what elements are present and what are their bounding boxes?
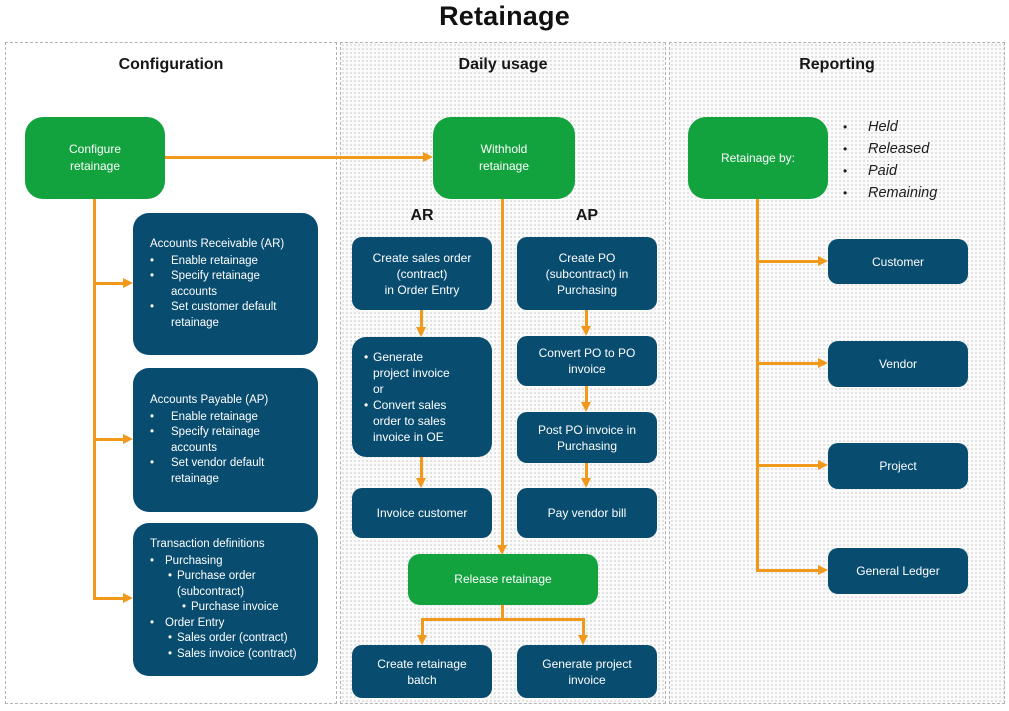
list-item: Purchase invoice xyxy=(182,600,279,616)
post-po-invoice-node: Post PO invoice in Purchasing xyxy=(517,412,657,463)
accounts-payable-node: Accounts Payable (AP) Enable retainage S… xyxy=(133,368,318,512)
connector-line xyxy=(420,310,423,329)
arrowhead-icon xyxy=(578,635,588,645)
box-title: Accounts Payable (AP) xyxy=(150,394,269,406)
list-item: Sales invoice (contract) xyxy=(168,647,297,663)
list-item: Released xyxy=(843,142,937,157)
node-label: Configure retainage xyxy=(68,142,122,173)
create-retainage-batch-node: Create retainage batch xyxy=(352,645,492,698)
arrowhead-icon xyxy=(417,635,427,645)
ar-column-label: AR xyxy=(410,207,434,224)
project-report-node: Project xyxy=(828,443,968,489)
connector-line xyxy=(756,464,818,467)
transaction-definitions-node: Transaction definitions Purchasing Purch… xyxy=(133,523,318,676)
list-item: Held xyxy=(843,120,937,135)
reporting-header: Reporting xyxy=(799,56,875,73)
connector-line xyxy=(582,618,585,636)
arrowhead-icon xyxy=(581,478,591,488)
connector-line xyxy=(585,463,588,479)
list-item: Enable retainage xyxy=(150,254,258,270)
list-item: Remaining xyxy=(843,186,937,201)
retainage-by-node: Retainage by: xyxy=(688,117,828,199)
arrowhead-icon xyxy=(123,278,133,288)
arrowhead-icon xyxy=(581,402,591,412)
connector-line xyxy=(420,457,423,479)
list-item: Set customer default retainage xyxy=(150,300,276,331)
list-item: Purchase order (subcontract) xyxy=(168,569,256,600)
arrowhead-icon xyxy=(423,152,433,162)
connector-line xyxy=(756,199,759,572)
arrowhead-icon xyxy=(818,256,828,266)
list-item: Enable retainage xyxy=(150,410,258,426)
arrowhead-icon xyxy=(581,326,591,336)
pay-vendor-bill-node: Pay vendor bill xyxy=(517,488,657,538)
configure-retainage-node: Configure retainage xyxy=(25,117,165,199)
configuration-header: Configuration xyxy=(118,56,224,73)
connector-line xyxy=(93,199,96,600)
vendor-report-node: Vendor xyxy=(828,341,968,387)
connector-line xyxy=(501,199,504,546)
list-item: Generate project invoice or xyxy=(364,349,450,397)
list-item: Purchasing xyxy=(150,554,223,570)
list-item: Sales order (contract) xyxy=(168,631,288,647)
generate-or-convert-invoice-node: Generate project invoice or Convert sale… xyxy=(352,337,492,457)
connector-line xyxy=(756,260,818,263)
withhold-retainage-node: Withhold retainage xyxy=(433,117,575,199)
list-item: Convert sales order to sales invoice in … xyxy=(364,397,446,445)
list-item: Specify retainage accounts xyxy=(150,269,260,300)
arrowhead-icon xyxy=(416,478,426,488)
list-item: Order Entry xyxy=(150,616,224,632)
connector-line xyxy=(93,438,123,441)
list-item: Specify retainage accounts xyxy=(150,425,260,456)
create-po-node: Create PO (subcontract) in Purchasing xyxy=(517,237,657,310)
arrowhead-icon xyxy=(818,460,828,470)
retainage-states-list: Held Released Paid Remaining xyxy=(843,120,937,208)
daily-usage-header: Daily usage xyxy=(458,56,548,73)
connector-line xyxy=(421,618,424,636)
ap-column-label: AP xyxy=(575,207,599,224)
connector-line xyxy=(421,618,585,621)
box-title: Transaction definitions xyxy=(150,538,265,550)
create-sales-order-node: Create sales order (contract) in Order E… xyxy=(352,237,492,310)
accounts-receivable-node: Accounts Receivable (AR) Enable retainag… xyxy=(133,213,318,355)
arrowhead-icon xyxy=(497,545,507,555)
box-title: Accounts Receivable (AR) xyxy=(150,238,285,250)
page-title: Retainage xyxy=(439,1,570,31)
customer-report-node: Customer xyxy=(828,239,968,284)
connector-line xyxy=(585,386,588,403)
general-ledger-report-node: General Ledger xyxy=(828,548,968,594)
connector-line xyxy=(585,310,588,327)
convert-po-node: Convert PO to PO invoice xyxy=(517,336,657,386)
connector-line xyxy=(501,605,504,620)
connector-line xyxy=(165,156,423,159)
arrowhead-icon xyxy=(416,327,426,337)
node-label: Withhold retainage xyxy=(478,142,530,173)
connector-line xyxy=(93,597,123,600)
connector-line xyxy=(756,569,818,572)
list-item: Paid xyxy=(843,164,937,179)
generate-project-invoice-node: Generate project invoice xyxy=(517,645,657,698)
list-item: Set vendor default retainage xyxy=(150,456,264,487)
invoice-customer-node: Invoice customer xyxy=(352,488,492,538)
arrowhead-icon xyxy=(818,565,828,575)
release-retainage-node: Release retainage xyxy=(408,554,598,605)
arrowhead-icon xyxy=(123,434,133,444)
connector-line xyxy=(93,282,123,285)
connector-line xyxy=(756,362,818,365)
arrowhead-icon xyxy=(123,593,133,603)
arrowhead-icon xyxy=(818,358,828,368)
